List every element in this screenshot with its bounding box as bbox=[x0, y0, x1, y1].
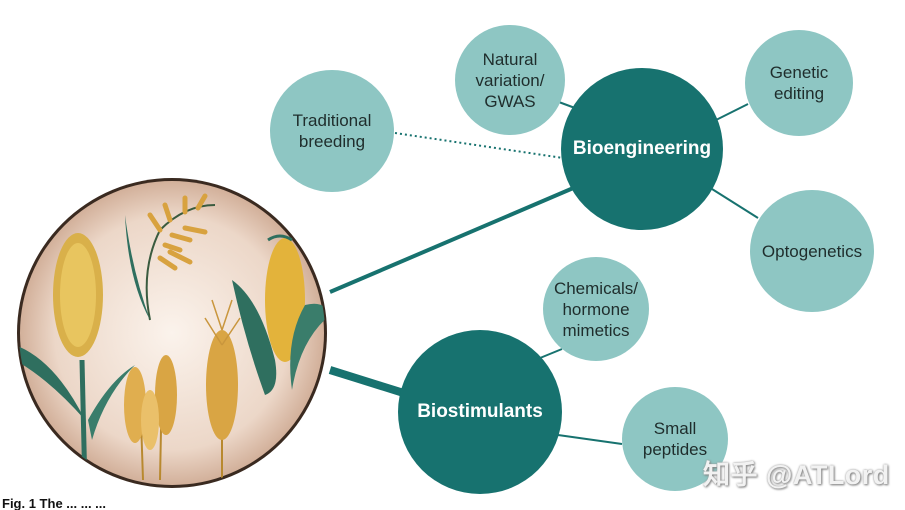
node-natural-variation-gwas: Natural variation/ GWAS bbox=[455, 25, 565, 135]
barley-plant bbox=[204, 299, 241, 480]
hub-biostimulants-label: Biostimulants bbox=[417, 401, 543, 422]
watermark-text: 知乎 @ATLord bbox=[703, 460, 890, 490]
connector-chemicals bbox=[539, 348, 563, 359]
wheat-plant bbox=[124, 355, 177, 481]
connector-crops-biostimulants bbox=[328, 366, 412, 399]
connector-traditional-dotted bbox=[394, 132, 564, 159]
maize-plant bbox=[232, 234, 325, 395]
connector-genetic bbox=[715, 103, 749, 121]
node-natural-variation-gwas-label: Natural variation/ GWAS bbox=[475, 49, 545, 111]
rice-plant bbox=[125, 193, 216, 321]
node-small-peptides-label: Small peptides bbox=[642, 419, 708, 459]
hub-bioengineering: Bioengineering bbox=[561, 68, 723, 230]
figure-caption-cropped: Fig. 1 The ... ... ... bbox=[2, 496, 107, 510]
node-optogenetics: Optogenetics bbox=[750, 190, 874, 312]
crop-illustration bbox=[17, 178, 327, 488]
hub-bioengineering-label: Bioengineering bbox=[572, 138, 712, 159]
node-chemicals-hormone-mimetics: Chemicals/ hormone mimetics bbox=[543, 257, 649, 361]
node-traditional-breeding-label: Traditional breeding bbox=[292, 111, 372, 151]
node-optogenetics-label: Optogenetics bbox=[761, 241, 863, 261]
connector-optogenetics bbox=[711, 188, 759, 219]
sorghum-plant bbox=[19, 233, 135, 486]
node-traditional-breeding: Traditional breeding bbox=[270, 70, 394, 192]
node-genetic-editing: Genetic editing bbox=[745, 30, 853, 136]
node-small-peptides: Small peptides bbox=[622, 387, 728, 491]
node-genetic-editing-label: Genetic editing bbox=[769, 63, 829, 103]
connector-peptides bbox=[557, 434, 623, 445]
connector-crops-bioengineering bbox=[329, 184, 579, 294]
hub-biostimulants: Biostimulants bbox=[398, 330, 562, 494]
node-chemicals-hormone-mimetics-label: Chemicals/ hormone mimetics bbox=[553, 278, 639, 340]
